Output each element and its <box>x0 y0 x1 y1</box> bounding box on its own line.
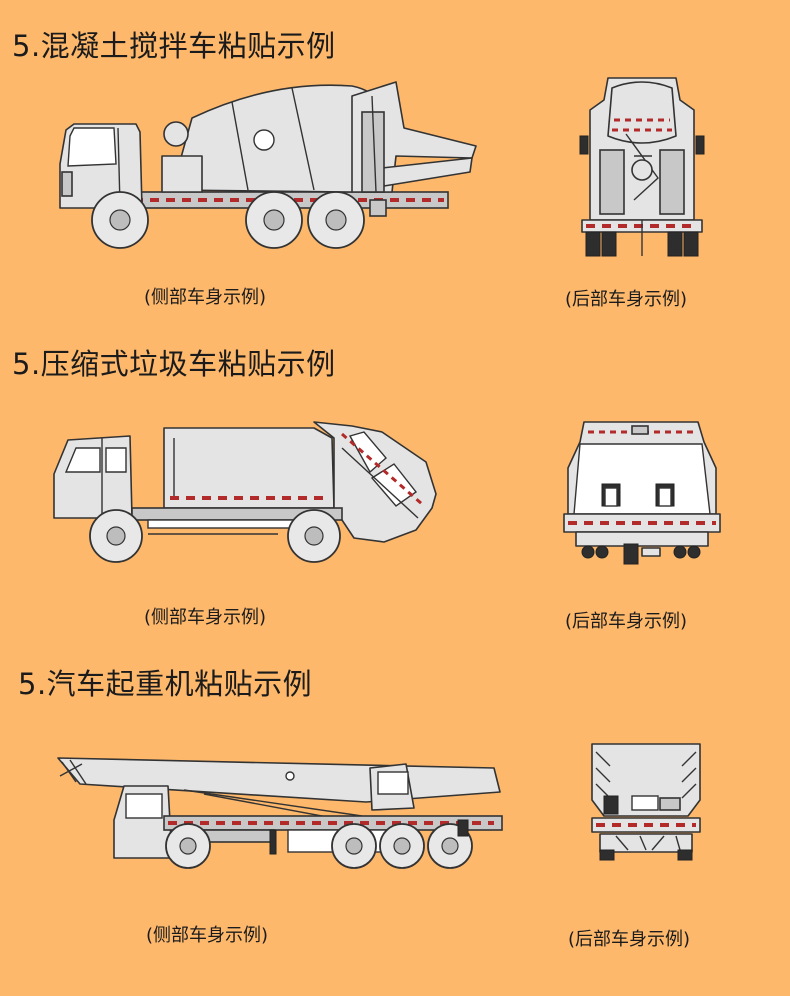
concrete-mixer-truck-rear-icon <box>579 77 705 257</box>
truck-crane-side-icon <box>57 757 503 869</box>
garbage-section-title: 5.压缩式垃圾车粘贴示例 <box>12 347 336 381</box>
mixer-section-title: 5.混凝土搅拌车粘贴示例 <box>12 29 336 63</box>
garbage-compactor-truck-rear-icon <box>563 421 721 565</box>
concrete-mixer-truck-side-icon <box>59 81 477 249</box>
mixer-rear-caption: (后部车身示例) <box>565 289 688 310</box>
mixer-side-caption: (侧部车身示例) <box>144 287 267 308</box>
crane-section-title: 5.汽车起重机粘贴示例 <box>18 667 313 701</box>
truck-crane-rear-icon <box>591 743 701 861</box>
garbage-compactor-truck-side-icon <box>53 421 437 563</box>
garbage-rear-caption: (后部车身示例) <box>565 611 688 632</box>
garbage-side-caption: (侧部车身示例) <box>144 607 267 628</box>
crane-side-caption: (侧部车身示例) <box>146 925 269 946</box>
crane-rear-caption: (后部车身示例) <box>568 929 691 950</box>
